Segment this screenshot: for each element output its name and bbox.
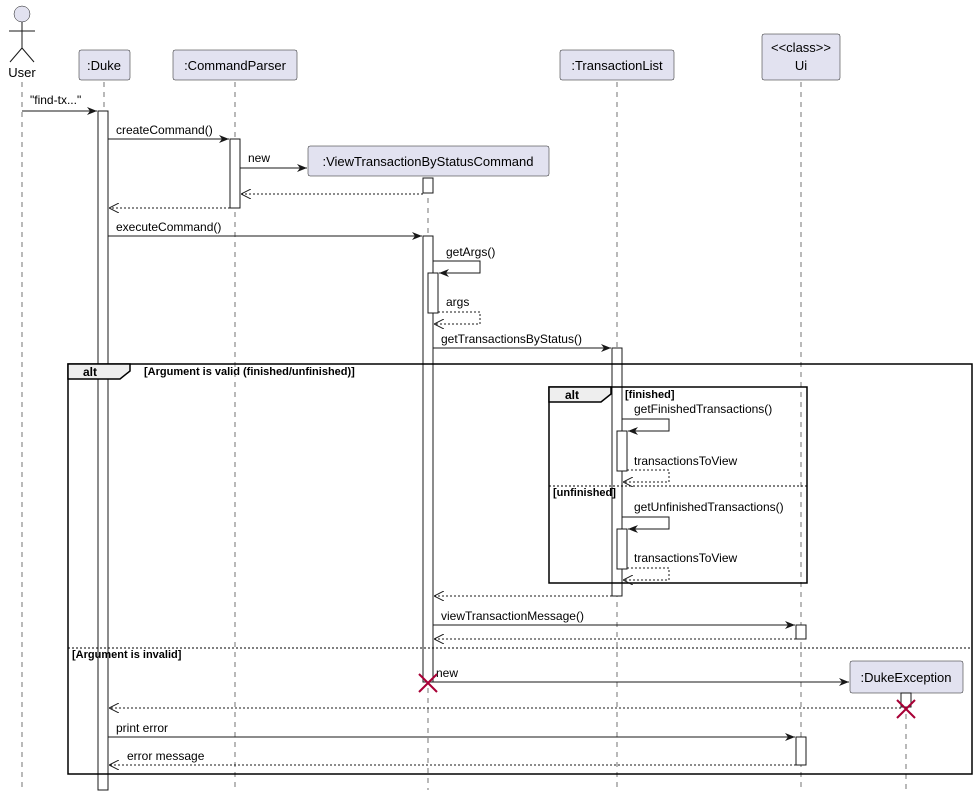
message-get-unfinished: getUnfinishedTransactions(): [622, 500, 784, 533]
message-new-duke-exception-label: new: [436, 666, 458, 680]
participant-ui: <<class>> Ui: [761, 33, 841, 81]
inner-alt-guard-unfinished: [unfinished]: [553, 487, 616, 499]
message-create-command-label: createCommand(): [116, 123, 213, 137]
message-create-command: createCommand(): [108, 123, 229, 143]
activation-duke: [97, 110, 109, 791]
activation-parser: [229, 138, 241, 209]
participant-duke-exception: :DukeException: [849, 660, 964, 694]
message-get-finished: getFinishedTransactions(): [622, 402, 772, 435]
destroy-duke-exception-icon: [896, 699, 916, 719]
message-find-tx-label: "find-tx...": [30, 93, 81, 107]
return-transactions-to-view-unfinished: transactionsToView: [623, 551, 738, 580]
message-new-view-command: new: [240, 151, 307, 172]
activation-transaction-list-unfinished: [616, 528, 628, 570]
participant-transaction-list-label: :TransactionList: [571, 58, 663, 73]
return-args-label: args: [446, 295, 469, 309]
message-get-transactions-by-status-label: getTransactionsByStatus(): [441, 332, 582, 346]
participant-command-parser-label: :CommandParser: [184, 58, 287, 73]
inner-alt-fragment: alt [finished] [unfinished]: [548, 386, 808, 584]
inner-alt-guard-finished: [finished]: [625, 389, 675, 401]
return-args: args: [434, 295, 481, 324]
participant-view-command-label: :ViewTransactionByStatusCommand: [323, 154, 534, 169]
message-print-error-label: print error: [116, 721, 168, 735]
message-get-finished-label: getFinishedTransactions(): [634, 402, 772, 416]
actor-user: User: [8, 5, 36, 80]
message-get-transactions-by-status: getTransactionsByStatus(): [433, 332, 611, 352]
participant-command-parser: :CommandParser: [172, 49, 298, 81]
participant-ui-stereotype: <<class>>: [771, 40, 831, 55]
message-new-duke-exception: new: [428, 666, 849, 686]
message-new-view-command-label: new: [248, 151, 270, 165]
return-transactions-to-view-unfinished-label: transactionsToView: [634, 551, 738, 565]
participant-duke: :Duke: [78, 49, 131, 81]
outer-alt-guard-invalid: [Argument is invalid]: [72, 649, 182, 661]
activation-transaction-list: [611, 347, 623, 597]
message-execute-command-label: executeCommand(): [116, 220, 221, 234]
inner-alt-keyword: alt: [565, 388, 579, 402]
destroy-view-command-icon: [418, 673, 438, 693]
participant-ui-label: Ui: [795, 58, 807, 73]
activation-ui-error: [795, 736, 807, 766]
activation-view-command-new: [422, 177, 434, 194]
activation-exception: [900, 692, 912, 708]
outer-alt-keyword: alt: [83, 365, 97, 379]
participant-transaction-list: :TransactionList: [559, 49, 675, 81]
outer-alt-fragment: alt [Argument is valid (finished/unfinis…: [67, 363, 973, 775]
activation-ui-view: [795, 624, 807, 640]
outer-alt-guard-valid: [Argument is valid (finished/unfinished)…: [144, 366, 355, 378]
message-view-transaction-message: viewTransactionMessage(): [433, 609, 795, 629]
message-print-error: print error: [108, 721, 795, 741]
message-get-args: getArgs(): [433, 245, 495, 277]
return-error-message: error message: [109, 749, 796, 765]
return-error-message-label: error message: [127, 749, 205, 763]
actor-user-label: User: [8, 65, 36, 80]
return-transactions-to-view-finished: transactionsToView: [623, 454, 738, 482]
participant-duke-label: :Duke: [87, 58, 121, 73]
return-transactions-to-view-finished-label: transactionsToView: [634, 454, 738, 468]
message-get-unfinished-label: getUnfinishedTransactions(): [634, 500, 784, 514]
message-execute-command: executeCommand(): [108, 220, 422, 240]
message-view-transaction-message-label: viewTransactionMessage(): [441, 609, 584, 623]
message-get-args-label: getArgs(): [446, 245, 495, 259]
participant-duke-exception-label: :DukeException: [860, 670, 951, 685]
participant-view-command: :ViewTransactionByStatusCommand: [307, 145, 550, 177]
activation-transaction-list-finished: [616, 430, 628, 472]
message-find-tx: "find-tx...": [22, 93, 97, 115]
activation-view-command-getargs: [427, 272, 439, 314]
